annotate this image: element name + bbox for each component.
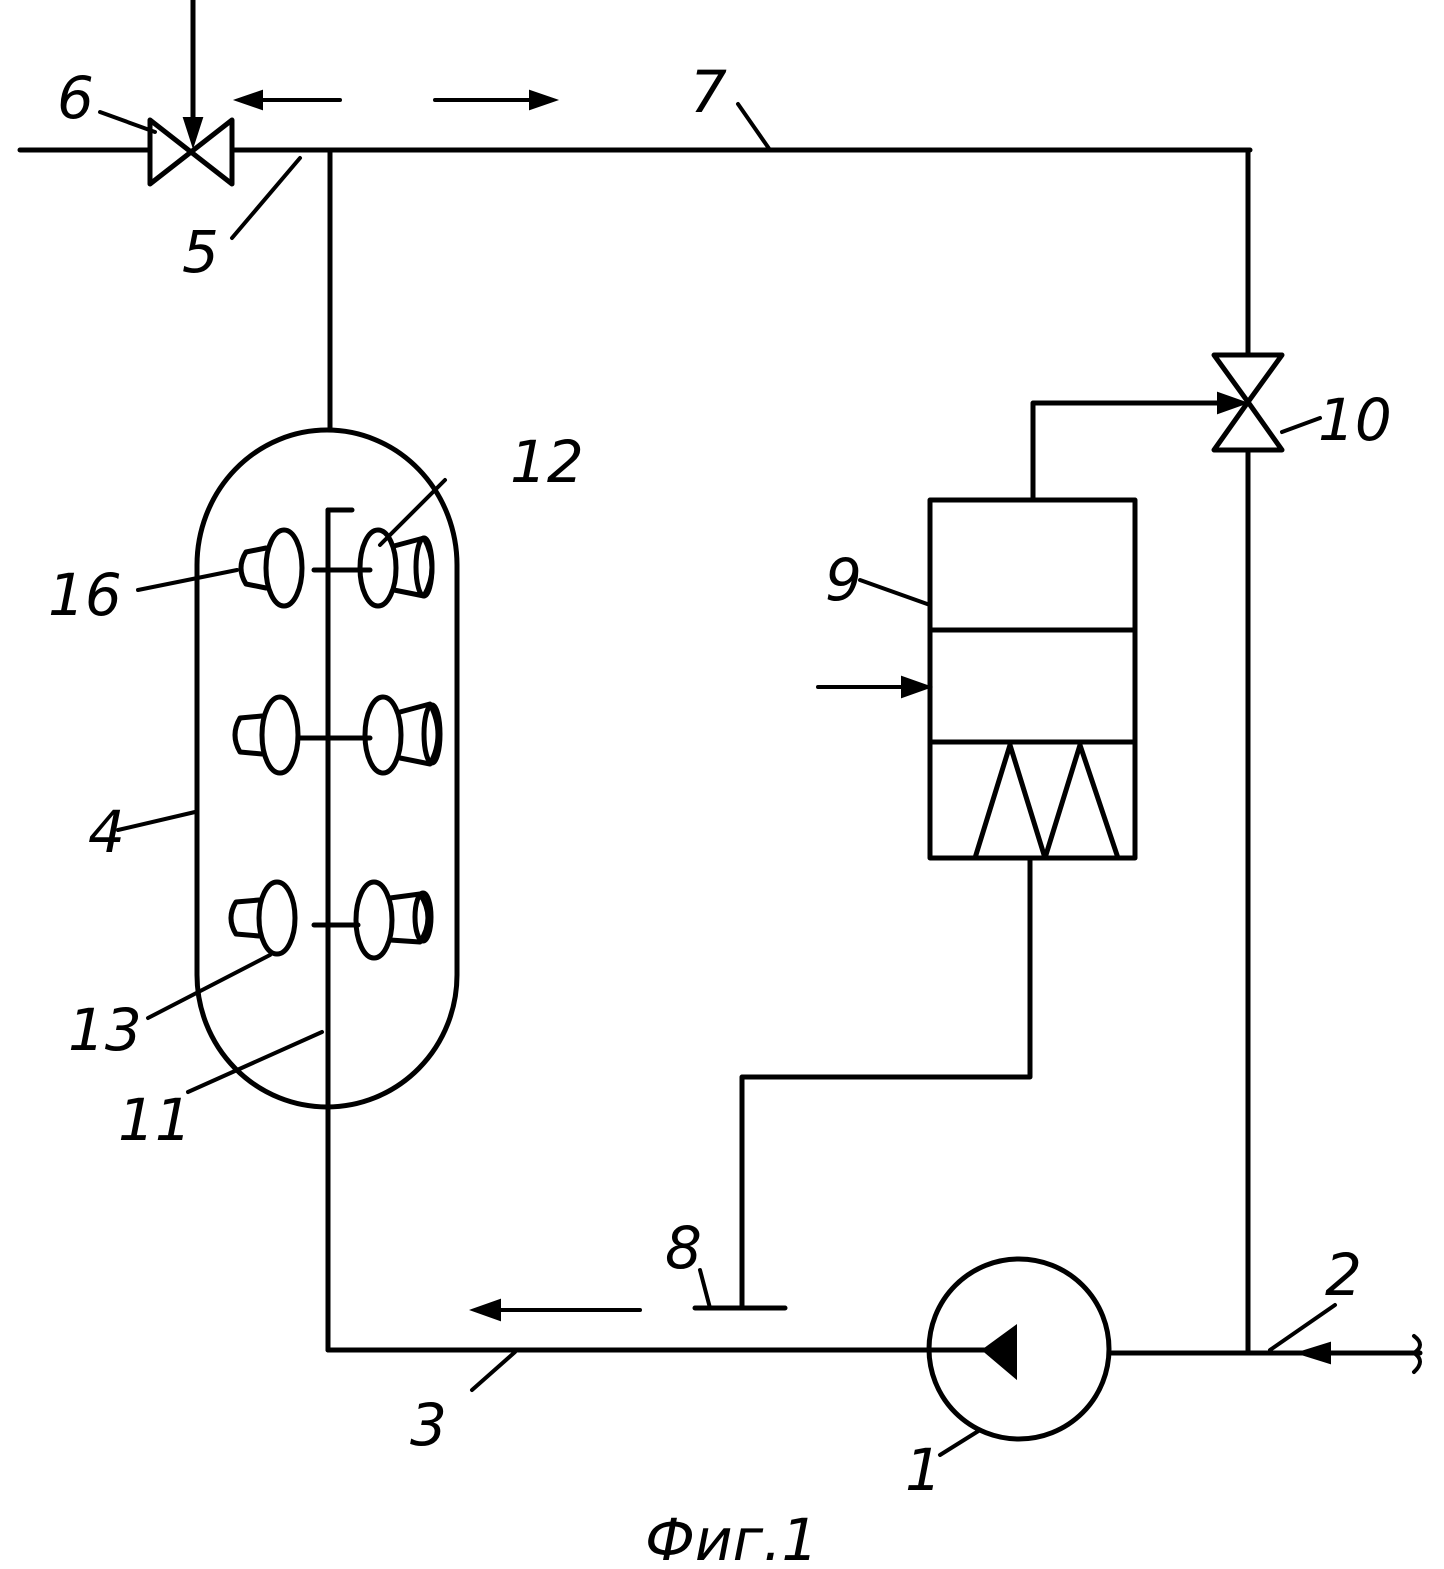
center-pipe bbox=[328, 510, 352, 1350]
filter-unit bbox=[930, 500, 1135, 858]
label-4: 4 bbox=[88, 798, 125, 866]
label-1: 1 bbox=[905, 1436, 942, 1504]
label-6: 6 bbox=[57, 64, 94, 132]
nozzles-row-2 bbox=[235, 697, 440, 773]
nozzles-row-3 bbox=[231, 882, 431, 958]
label-16: 16 bbox=[48, 561, 122, 629]
bottom-line bbox=[328, 1350, 1420, 1353]
flow-arrow-bottom bbox=[472, 1300, 640, 1320]
flow-arrow-left bbox=[236, 91, 340, 109]
label-13: 13 bbox=[68, 996, 142, 1064]
nozzles-row-1 bbox=[241, 530, 432, 606]
top-line bbox=[20, 0, 1250, 150]
label-11: 11 bbox=[118, 1086, 192, 1154]
flow-arrow-right bbox=[435, 91, 556, 109]
label-10: 10 bbox=[1318, 386, 1392, 454]
label-5: 5 bbox=[182, 218, 219, 286]
label-12: 12 bbox=[510, 428, 584, 496]
label-3: 3 bbox=[410, 1391, 447, 1459]
leader-lines bbox=[100, 104, 1335, 1455]
label-9: 9 bbox=[825, 546, 862, 614]
feed-arrow bbox=[818, 677, 930, 697]
label-2: 2 bbox=[1325, 1241, 1362, 1309]
injector-line bbox=[695, 858, 1030, 1308]
label-8: 8 bbox=[665, 1214, 702, 1282]
figure-caption: Фиг.1 bbox=[645, 1506, 818, 1569]
label-7: 7 bbox=[690, 58, 727, 126]
